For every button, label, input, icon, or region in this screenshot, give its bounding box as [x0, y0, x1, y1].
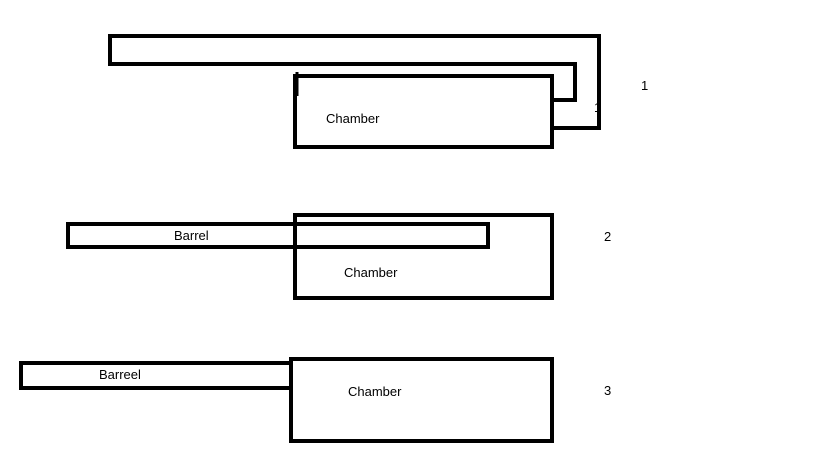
figure-3-barrel: [19, 361, 293, 390]
figure-1-chamber-label: Chamber: [326, 111, 380, 126]
figure-2: [66, 213, 554, 300]
figure-2-chamber: [293, 213, 554, 300]
figure-2-barrel: [66, 222, 490, 249]
figure-3-number: 3: [604, 383, 611, 398]
figure-2-chamber-label: Chamber: [344, 265, 398, 280]
figure-1-number: 1: [641, 78, 648, 93]
figure-1-chamber: [293, 74, 554, 149]
figure-1-folded-barrel: [108, 34, 601, 130]
figure-3-chamber-label: Chamber: [348, 384, 402, 399]
figure-2-barrel-label: Barrel: [174, 228, 209, 243]
figure-3-chamber: [289, 357, 554, 443]
figure-3-barrel-label: Barreel: [99, 367, 141, 382]
figure-3: [19, 357, 554, 443]
figure-2-number: 2: [604, 229, 611, 244]
figure-1: [108, 34, 601, 149]
figure-1-tick-mark: 1: [594, 100, 601, 115]
